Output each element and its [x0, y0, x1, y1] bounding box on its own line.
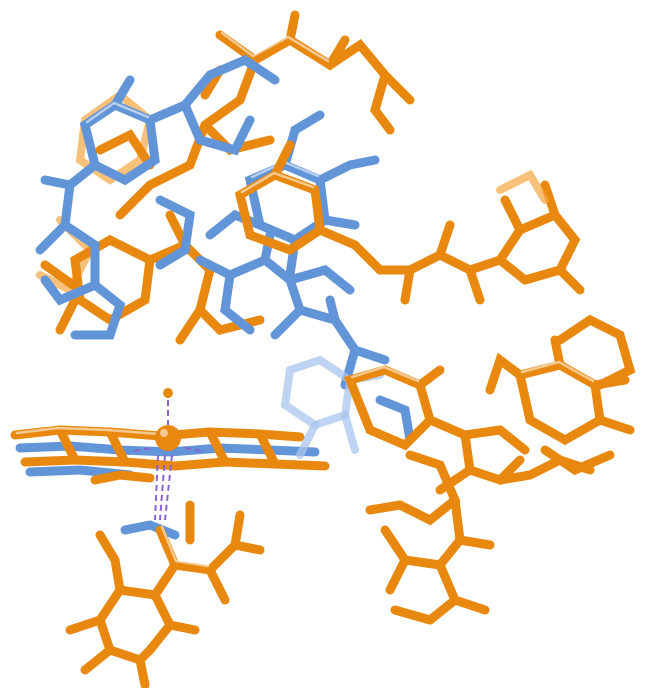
orange-lower-ligand — [65, 500, 265, 688]
orange-right-cluster — [343, 314, 636, 625]
blue-upper-cluster — [35, 54, 390, 390]
metal-atom — [155, 388, 181, 451]
coordination-bonds — [129, 400, 206, 521]
orange-aromatic-ring — [234, 140, 585, 305]
